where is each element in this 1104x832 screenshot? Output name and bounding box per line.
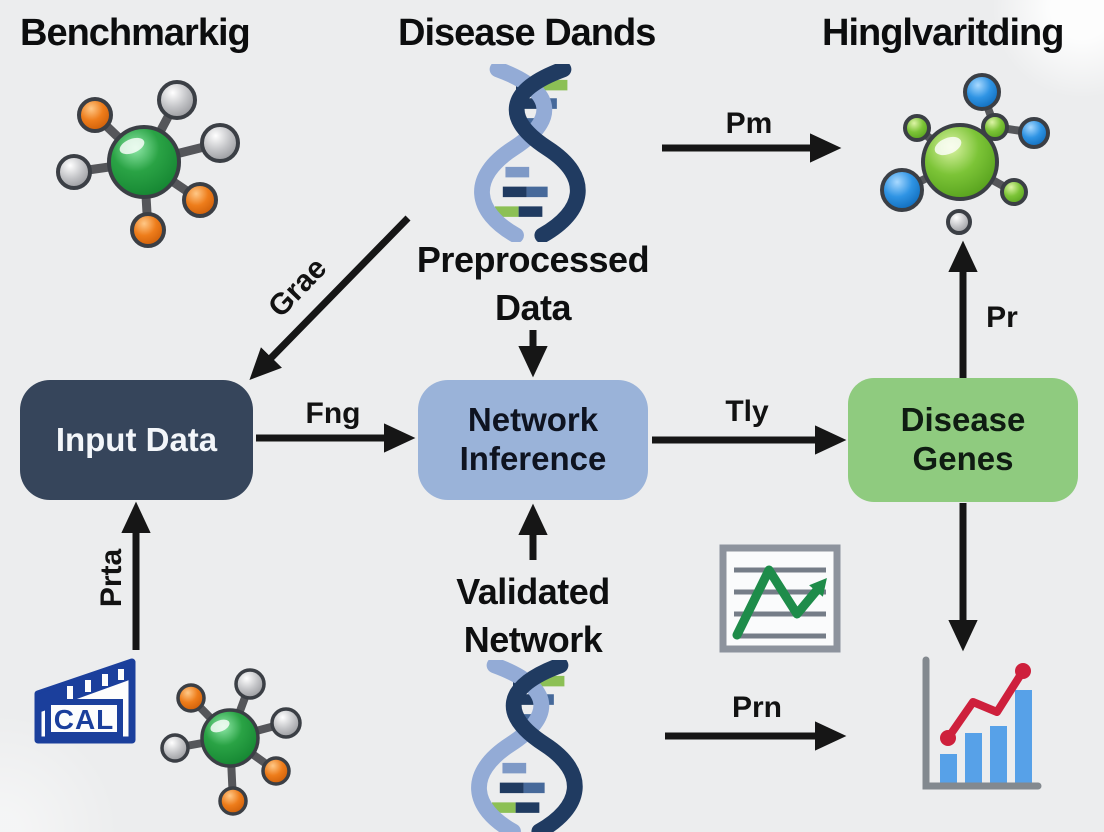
label-validated-line1: Validated (456, 571, 610, 612)
label-preprocessed-data: Preprocessed Data (383, 236, 683, 332)
node-disease-line2: Genes (912, 440, 1014, 477)
edge-label-prta: Prta (95, 548, 128, 608)
node-network-inference: Network Inference (418, 380, 648, 500)
molecule-network-icon (56, 80, 240, 248)
node-network-line2: Inference (459, 440, 607, 477)
title-benchmarking: Benchmarkig (20, 12, 251, 54)
node-network-line1: Network (467, 401, 599, 439)
title-disease-bands: Disease Dands (398, 12, 656, 54)
node-disease-genes: Disease Genes (848, 378, 1078, 502)
dna-helix-icon (471, 660, 583, 832)
clapperboard-cal-icon: CAL (34, 658, 136, 744)
label-preprocessed-line1: Preprocessed (416, 239, 650, 280)
label-validated-network: Validated Network (383, 568, 683, 664)
node-disease-line1: Disease (900, 401, 1026, 439)
cal-icon-text: CAL (54, 704, 115, 735)
label-preprocessed-line2: Data (494, 287, 572, 329)
node-input-data: Input Data (20, 380, 253, 500)
edge-label-tly: Tly (725, 395, 769, 428)
bar-chart-icon (922, 656, 1042, 790)
edge-label-pm: Pm (725, 107, 773, 140)
arrow-grae (249, 215, 411, 381)
edge-label-fng: Fng (305, 397, 361, 430)
node-input-data-label: Input Data (55, 420, 218, 458)
edge-label-pr: Pr (986, 301, 1018, 334)
line-chart-icon (719, 544, 841, 653)
title-highlighting: Hinglvaritding (822, 12, 1064, 54)
molecule-network-icon (880, 73, 1050, 235)
edge-label-prn: Prn (731, 691, 783, 724)
molecule-network-icon (160, 668, 302, 816)
label-validated-line2: Network (463, 619, 603, 661)
dna-helix-icon (474, 64, 586, 242)
